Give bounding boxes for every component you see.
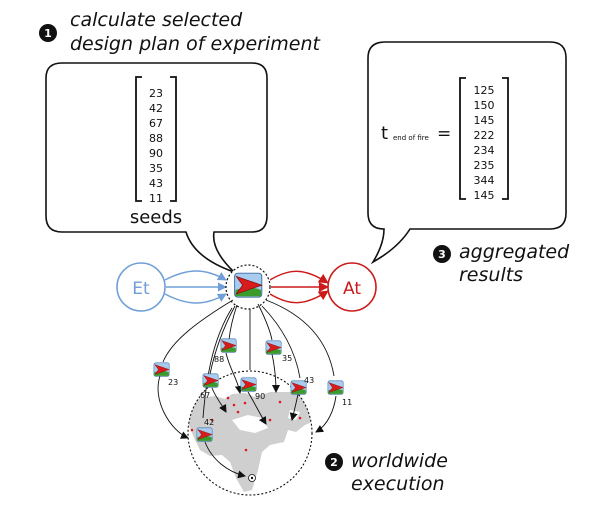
- central-agent: [225, 264, 271, 310]
- worker-agent-icon: [153, 362, 170, 377]
- worker-agent-icon: [220, 338, 237, 353]
- worker-seed-label: 23: [168, 378, 178, 387]
- step-2-line2: execution: [351, 473, 445, 495]
- worker-agents: 23 88 35 67 90 43 11 42: [153, 338, 352, 442]
- worker-agent: 42: [196, 418, 214, 442]
- seeds-bracket-right: [170, 76, 177, 202]
- distribution-lines: [162, 299, 335, 419]
- worker-agent: 88: [214, 338, 237, 364]
- step-2-heading: 2 worldwide execution: [325, 450, 448, 495]
- seed-value: 67: [149, 117, 163, 130]
- seed-value: 90: [149, 147, 163, 160]
- step-1-number: 1: [44, 27, 52, 40]
- result-value: 150: [474, 99, 495, 112]
- et-node: Et: [116, 262, 166, 312]
- result-value: 145: [474, 189, 495, 202]
- worker-agent-icon: [196, 427, 213, 442]
- results-bracket-right: [502, 77, 509, 200]
- worker-seed-label: 35: [282, 354, 292, 363]
- worker-seed-label: 90: [255, 392, 265, 401]
- seed-value: 11: [149, 192, 163, 205]
- step-1-line1: calculate selected: [70, 9, 243, 31]
- worker-agent: 43: [290, 376, 314, 395]
- worker-agent-icon: [265, 340, 282, 355]
- at-node: At: [327, 262, 377, 312]
- result-value: 222: [474, 129, 495, 142]
- results-vector: 125 150 145 222 234 235 344 145: [474, 84, 495, 202]
- worker-agent-icon: [240, 377, 257, 392]
- worker-agent-icon: [327, 380, 344, 395]
- worker-agent: 90: [240, 377, 265, 401]
- agent-to-at-arrows: [269, 270, 329, 304]
- results-t-symbol: t: [381, 123, 388, 144]
- seed-value: 42: [149, 102, 163, 115]
- results-bubble: t end of fire = 125 150 145 222 234 235 344 145: [367, 41, 567, 265]
- worker-seed-label: 11: [342, 398, 352, 407]
- worker-agent-icon: [202, 373, 219, 388]
- et-label: Et: [132, 279, 150, 299]
- results-bracket-left: [459, 77, 466, 200]
- step-1-badge: [39, 24, 57, 42]
- seed-value: 43: [149, 177, 163, 190]
- step-3-line2: results: [459, 264, 523, 286]
- worker-agent: 35: [265, 340, 292, 363]
- worker-seed-label: 67: [200, 391, 210, 400]
- step-2-line1: worldwide: [351, 450, 448, 472]
- seed-value: 23: [149, 87, 163, 100]
- worker-seed-label: 88: [214, 355, 224, 364]
- et-to-agent-arrows: [164, 270, 227, 304]
- step-3-badge: [433, 245, 451, 263]
- worker-agent: 11: [327, 380, 352, 407]
- seeds-vector: 23 42 67 88 90 35 43 11: [149, 87, 163, 205]
- results-t-subscript: end of fire: [393, 134, 429, 142]
- step-3-line1: aggregated: [459, 241, 570, 263]
- step-3-number: 3: [438, 248, 446, 261]
- execution-lines: [157, 352, 337, 479]
- seeds-label: seeds: [130, 207, 182, 228]
- result-value: 234: [474, 144, 495, 157]
- results-equals: =: [437, 124, 451, 144]
- seed-value: 35: [149, 162, 163, 175]
- at-label: At: [343, 279, 361, 299]
- step-1-line2: design plan of experiment: [70, 33, 322, 55]
- step-2-badge: [325, 453, 343, 471]
- worker-seed-label: 42: [204, 418, 214, 427]
- result-value: 344: [474, 174, 495, 187]
- landmass: [188, 392, 312, 492]
- seed-value: 88: [149, 132, 163, 145]
- seeds-bubble: 23 42 67 88 90 35 43 11 seeds: [45, 62, 268, 273]
- result-value: 125: [474, 84, 495, 97]
- worker-agent: 23: [153, 362, 178, 387]
- target-marker: [248, 474, 256, 482]
- location-dots: [190, 396, 302, 452]
- step-1-heading: 1 calculate selected design plan of expe…: [39, 9, 322, 55]
- step-3-heading: 3 aggregated results: [433, 241, 570, 286]
- seeds-bracket-left: [135, 76, 142, 202]
- result-value: 145: [474, 114, 495, 127]
- step-2-number: 2: [330, 456, 338, 469]
- result-value: 235: [474, 159, 495, 172]
- central-agent-icon: [234, 272, 263, 298]
- worker-seed-label: 43: [304, 376, 314, 385]
- worker-agent: 67: [200, 373, 219, 400]
